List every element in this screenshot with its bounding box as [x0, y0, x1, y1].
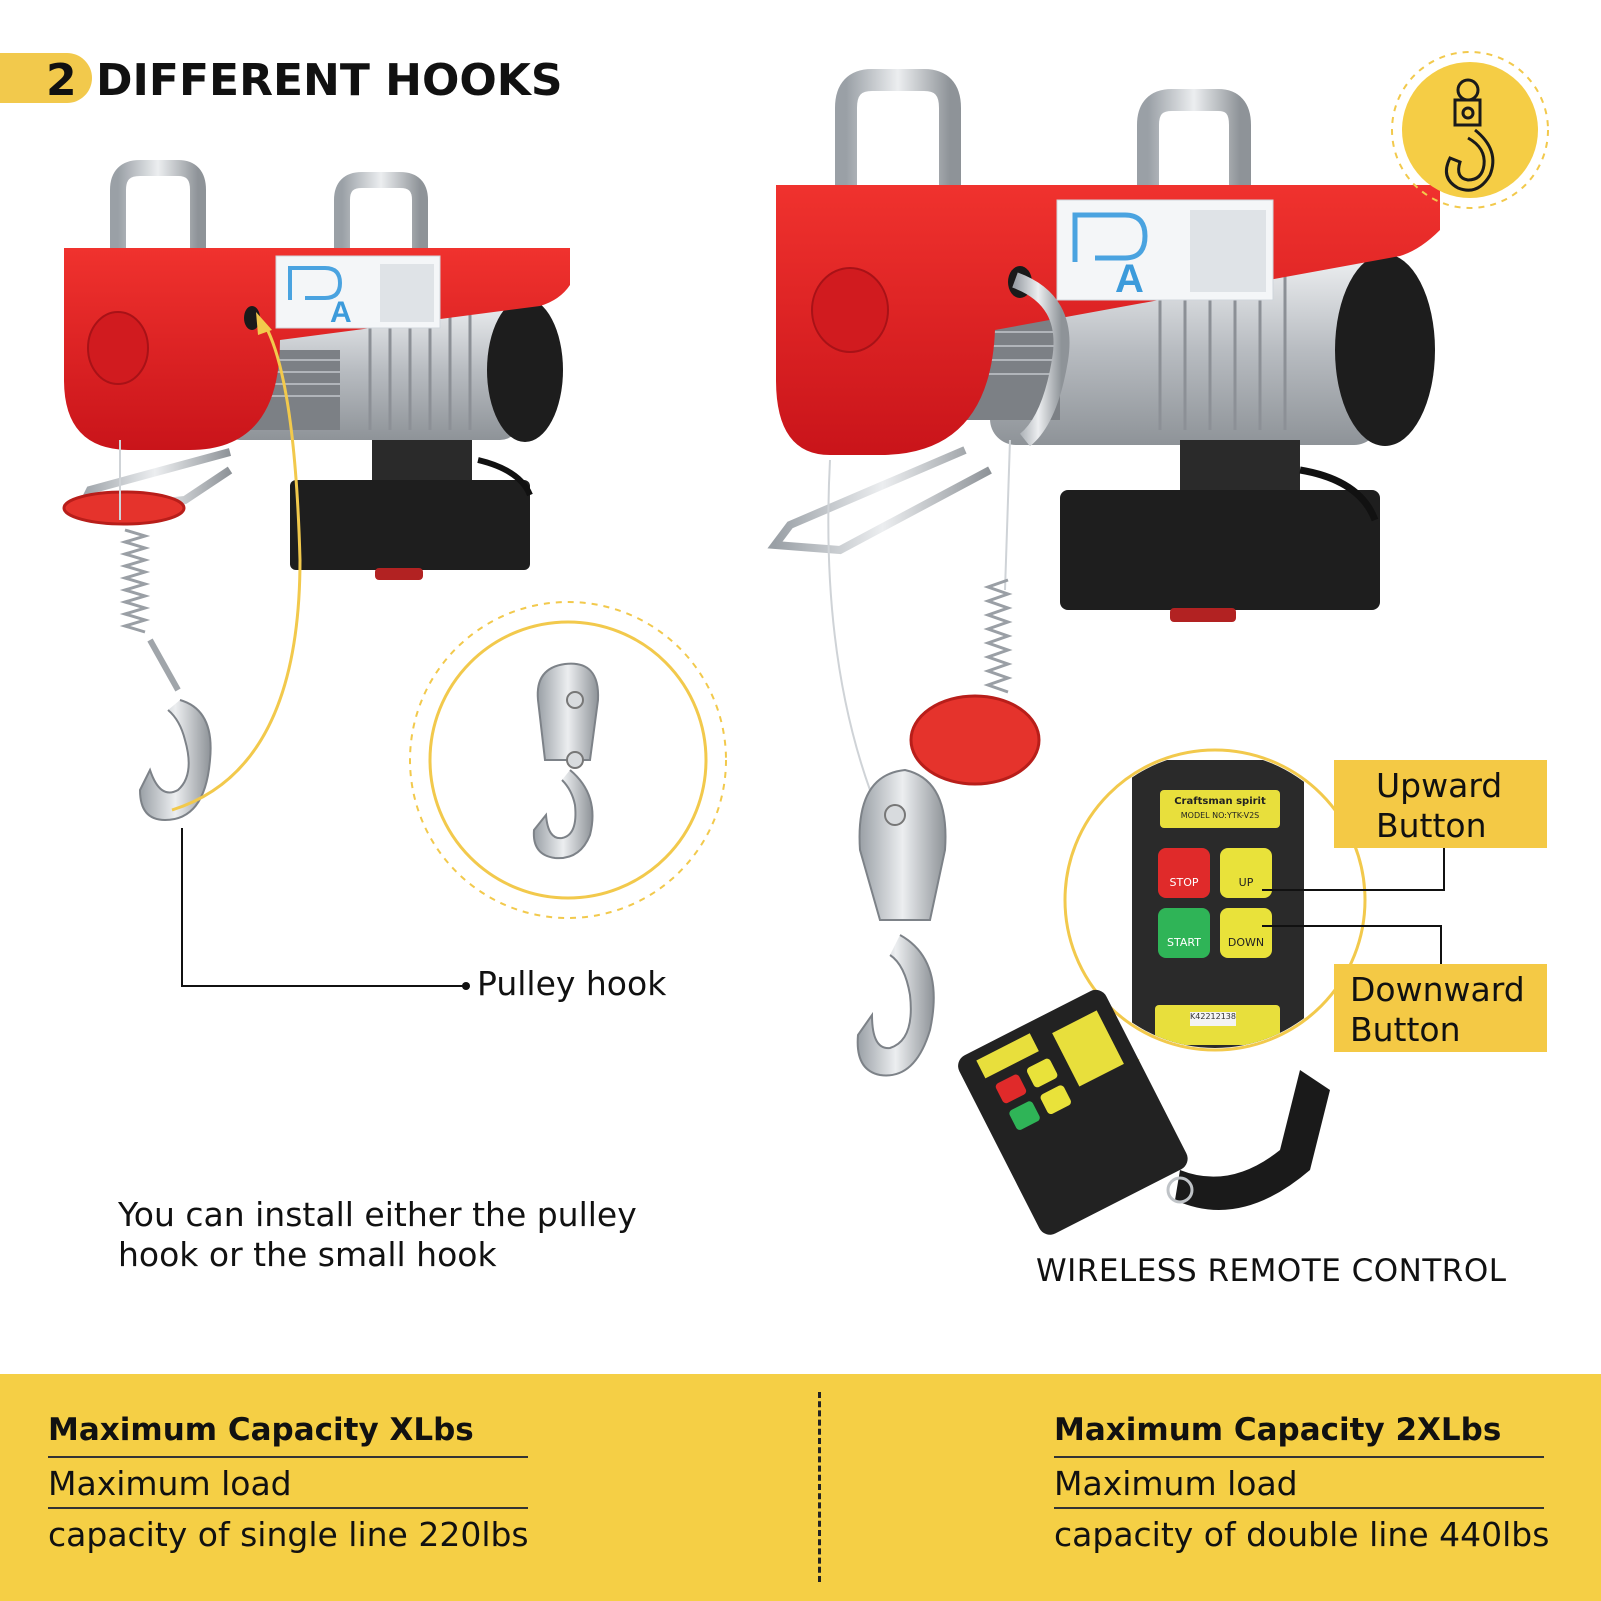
down-button[interactable]: DOWN	[1227, 936, 1265, 949]
pulley-callout-line	[181, 828, 464, 987]
remote-model: MODEL NO:YTK-V2S	[1180, 811, 1260, 820]
hoist-logo-letter: A	[1115, 257, 1144, 301]
double-line-capacity: Maximum Capacity 2XLbs Maximum load capa…	[1054, 1412, 1550, 1554]
remote-caption: WIRELESS REMOTE CONTROL	[1036, 1253, 1507, 1289]
title-badge	[0, 53, 92, 103]
pulley-hook-icon	[409, 601, 727, 919]
double-capacity-line2: capacity of double line 440lbs	[1054, 1515, 1550, 1554]
stop-button[interactable]: STOP	[1169, 876, 1199, 889]
remote-brand: Craftsman spirit	[1174, 796, 1266, 807]
single-capacity-line1: Maximum load	[48, 1464, 292, 1503]
band-divider	[818, 1392, 821, 1582]
double-capacity-title: Maximum Capacity 2XLbs	[1054, 1412, 1502, 1448]
pulley-hook-label: Pulley hook	[477, 964, 667, 1003]
hook-badge-icon	[1391, 51, 1549, 209]
start-button[interactable]: START	[1167, 936, 1201, 949]
remote-control-icon	[958, 748, 1445, 1235]
hoist-logo-letter: A	[330, 296, 352, 329]
page-title: DIFFERENT HOOKS	[96, 55, 563, 106]
single-capacity-line2: capacity of single line 220lbs	[48, 1515, 529, 1554]
single-capacity-title: Maximum Capacity XLbs	[48, 1412, 474, 1448]
hook-location-arrow	[171, 324, 302, 812]
capacity-band	[0, 1374, 1601, 1601]
double-line-hoist: A	[767, 69, 1440, 1077]
downward-button-label: Downward Button	[1334, 964, 1547, 1052]
remote-serial: K42212138	[1190, 1012, 1236, 1021]
install-note: You can install either the pulley hook o…	[118, 1195, 637, 1274]
upward-button-label: Upward Button	[1334, 760, 1547, 848]
single-line-hoist: A	[62, 160, 570, 822]
up-button[interactable]: UP	[1238, 876, 1254, 889]
double-capacity-line1: Maximum load	[1054, 1464, 1298, 1503]
title-number: 2	[46, 55, 77, 106]
single-line-capacity: Maximum Capacity XLbs Maximum load capac…	[48, 1412, 529, 1554]
